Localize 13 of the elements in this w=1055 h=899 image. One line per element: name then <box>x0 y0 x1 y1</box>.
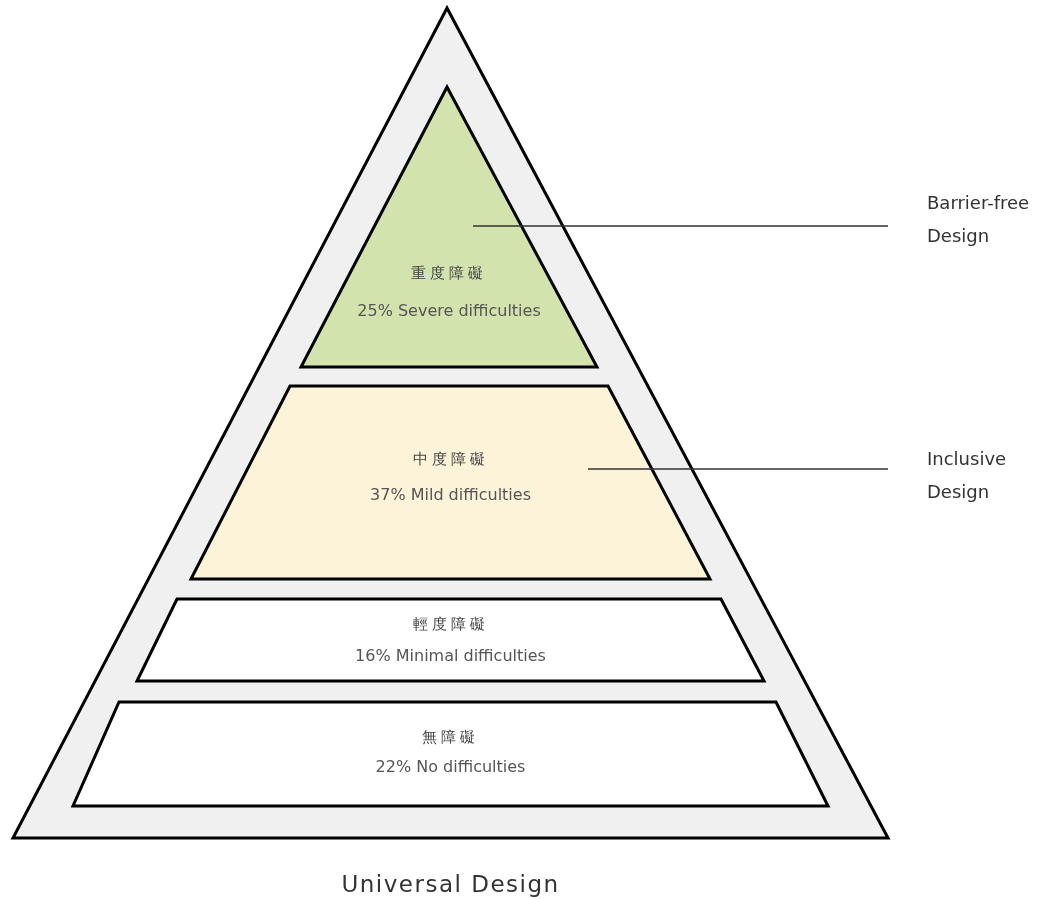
tier-caption: 16% Minimal difficulties <box>355 646 546 666</box>
design-label: Inclusive Design <box>888 442 1053 508</box>
tier-caption: 22% No difficulties <box>375 757 526 777</box>
pyramid-title: Universal Design <box>340 871 561 897</box>
tier-heading: 中度障礙 <box>412 449 489 469</box>
leader-line <box>472 225 889 227</box>
tier-heading: 無障礙 <box>422 727 479 747</box>
design-label: Barrier-free Design <box>888 186 1053 252</box>
leader-line <box>587 468 889 470</box>
tier-heading: 輕度障礙 <box>412 614 489 634</box>
tier-heading: 重度障礙 <box>411 263 487 283</box>
tier-caption: 37% Mild difficulties <box>370 485 531 505</box>
tier-caption: 25% Severe difficulties <box>357 301 541 321</box>
